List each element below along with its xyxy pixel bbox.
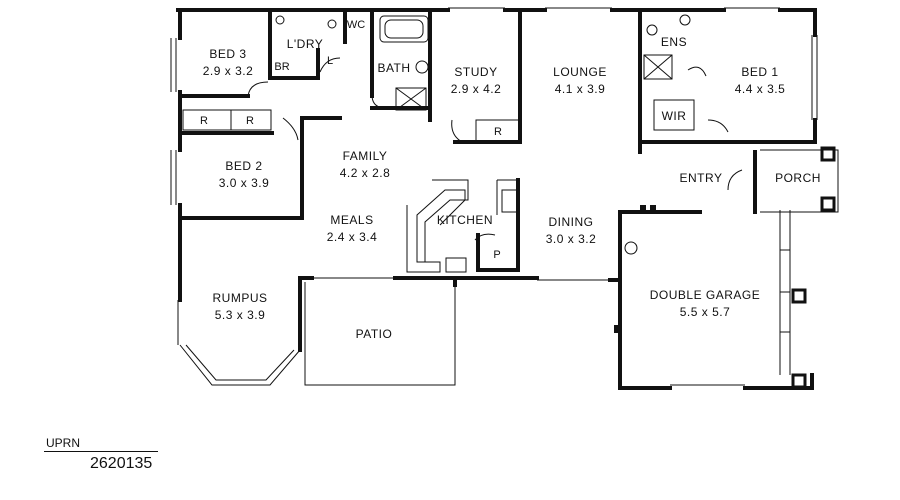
patio-name: PATIO [356, 327, 393, 341]
study-name: STUDY [454, 65, 497, 79]
robe-bed3: R [200, 115, 208, 127]
bed1-name: BED 1 [741, 65, 778, 79]
room-labels: BED 3 2.9 x 3.2 L'DRY BR WC L BATH STUDY… [200, 19, 821, 341]
wir-name: WIR [662, 109, 687, 123]
uprn-value: 2620135 [90, 455, 153, 472]
bed3-name: BED 3 [209, 47, 246, 61]
meals-size: 2.4 x 3.4 [327, 230, 378, 244]
bed3-size: 2.9 x 3.2 [203, 64, 254, 78]
bed2-name: BED 2 [225, 159, 262, 173]
laundry-name: L'DRY [287, 37, 324, 51]
ens-name: ENS [661, 35, 687, 49]
entry-name: ENTRY [680, 171, 723, 185]
l-name: L [327, 55, 333, 67]
porch-name: PORCH [775, 171, 821, 185]
garage-size: 5.5 x 5.7 [680, 305, 731, 319]
family-name: FAMILY [343, 149, 388, 163]
uprn-divider [44, 451, 158, 452]
br-name: BR [274, 61, 289, 73]
garage-name: DOUBLE GARAGE [650, 288, 761, 302]
dining-size: 3.0 x 3.2 [546, 232, 597, 246]
pantry-name: P [493, 249, 500, 261]
kitchen-name: KITCHEN [437, 213, 493, 227]
lounge-size: 4.1 x 3.9 [555, 82, 606, 96]
robe-study: R [494, 126, 502, 138]
family-size: 4.2 x 2.8 [340, 166, 391, 180]
bed2-size: 3.0 x 3.9 [219, 176, 270, 190]
uprn-label: UPRN [46, 436, 81, 450]
thin-lines [170, 7, 839, 386]
rumpus-size: 5.3 x 3.9 [215, 308, 266, 322]
lounge-name: LOUNGE [553, 65, 607, 79]
walls [176, 8, 817, 390]
bath-name: BATH [377, 61, 410, 75]
dining-name: DINING [549, 215, 594, 229]
study-size: 2.9 x 4.2 [451, 82, 502, 96]
rumpus-name: RUMPUS [212, 291, 267, 305]
posts [614, 146, 836, 389]
wc-name: WC [347, 19, 365, 31]
robe-bed2: R [246, 115, 254, 127]
bed1-size: 4.4 x 3.5 [735, 82, 786, 96]
meals-name: MEALS [330, 213, 373, 227]
